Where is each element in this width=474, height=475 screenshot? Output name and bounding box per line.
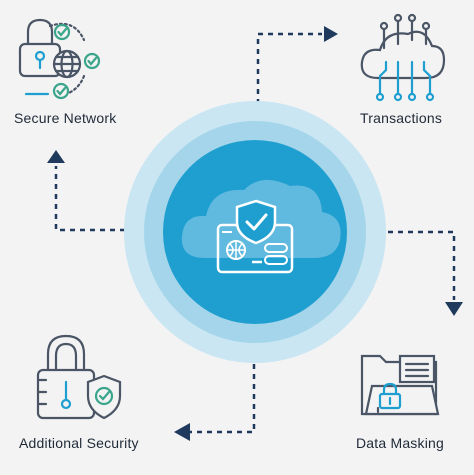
connector-to-additional-security xyxy=(190,364,256,434)
data-masking-label: Data Masking xyxy=(356,435,444,451)
padlock-shield-icon xyxy=(36,334,122,420)
transactions-label: Transactions xyxy=(360,110,443,126)
folder-lock-icon xyxy=(360,354,440,416)
arrow-left-icon xyxy=(174,423,190,441)
arrow-right-icon xyxy=(324,26,338,42)
arrow-up-icon xyxy=(47,150,65,163)
arrow-down-icon xyxy=(445,302,463,316)
cloud-shield-card-icon xyxy=(181,179,341,274)
connector-to-secure-network xyxy=(54,166,125,232)
secure-network-label: Secure Network xyxy=(14,110,117,126)
connector-to-data-masking xyxy=(388,230,456,300)
additional-security-label: Additional Security xyxy=(19,435,139,451)
central-hub xyxy=(124,101,386,363)
connector-to-transactions xyxy=(256,32,322,104)
connector-arrows xyxy=(47,26,463,441)
cloud-circuit-icon xyxy=(360,13,446,102)
connectors xyxy=(54,32,456,434)
lock-globe-icon xyxy=(18,18,101,100)
